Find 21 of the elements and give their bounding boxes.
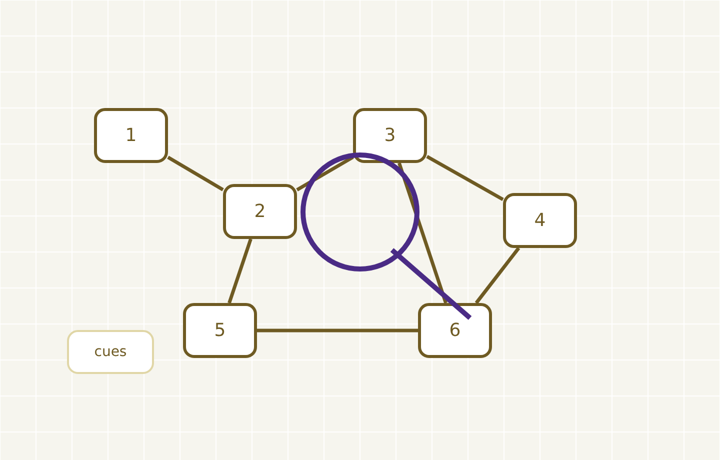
connector-line <box>167 156 224 192</box>
process-box <box>353 108 427 163</box>
connector-line <box>474 246 520 304</box>
connector-line <box>426 154 504 202</box>
node-label: 6 <box>449 320 461 341</box>
connector-line <box>296 156 354 192</box>
node-label: 4 <box>534 210 546 231</box>
node-label: cues <box>94 344 127 360</box>
process-box <box>223 184 297 239</box>
connector-line <box>398 162 448 304</box>
connector-line <box>257 328 418 332</box>
legend-box <box>67 330 154 374</box>
process-box <box>503 193 577 248</box>
process-box <box>183 303 257 358</box>
process-box <box>94 108 168 163</box>
node-label: 1 <box>125 125 137 146</box>
node-label: 2 <box>254 201 266 222</box>
connector-line <box>228 238 252 304</box>
node-label: 5 <box>214 320 226 341</box>
node-label: 3 <box>384 125 396 146</box>
process-box <box>418 303 492 358</box>
